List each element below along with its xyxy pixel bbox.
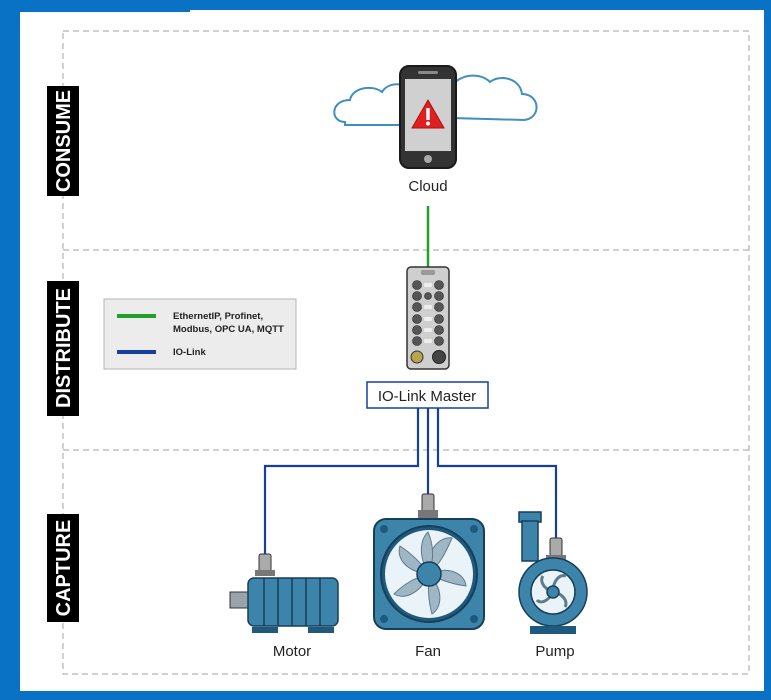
io-link-line-motor (263, 408, 420, 555)
legend-ethernet-line1: EthernetIP, Profinet, (173, 311, 263, 322)
fan-label: Fan (415, 643, 441, 660)
motor-label: Motor (273, 643, 311, 660)
section-label-consume: CONSUME (47, 86, 79, 196)
pump-icon (518, 511, 588, 634)
cloud-label: Cloud (408, 178, 447, 195)
fan-icon (373, 493, 485, 630)
pump-label: Pump (535, 643, 574, 660)
legend-iolink-text: IO-Link (173, 347, 206, 358)
io-link-master-label-box (366, 381, 489, 409)
legend: EthernetIP, Profinet, Modbus, OPC UA, MQ… (103, 298, 297, 370)
io-link-master-label: IO-Link Master (378, 388, 476, 405)
legend-ethernet-line2: Modbus, OPC UA, MQTT (173, 324, 284, 335)
regions-outline (62, 30, 750, 675)
smartphone-icon (399, 65, 457, 169)
section-label-capture-text: CAPTURE (53, 520, 75, 617)
io-link-master-device (406, 266, 450, 370)
section-label-distribute-text: DISTRIBUTE (53, 288, 75, 408)
motor-icon (229, 553, 339, 633)
section-label-distribute: DISTRIBUTE (47, 281, 79, 416)
frame-tab (0, 0, 190, 12)
io-link-line-pump (436, 408, 558, 540)
io-link-cables (263, 408, 558, 555)
alert-icon (411, 99, 445, 129)
cloud-icon (333, 74, 538, 126)
section-label-capture: CAPTURE (47, 514, 79, 622)
section-label-consume-text: CONSUME (53, 90, 75, 192)
